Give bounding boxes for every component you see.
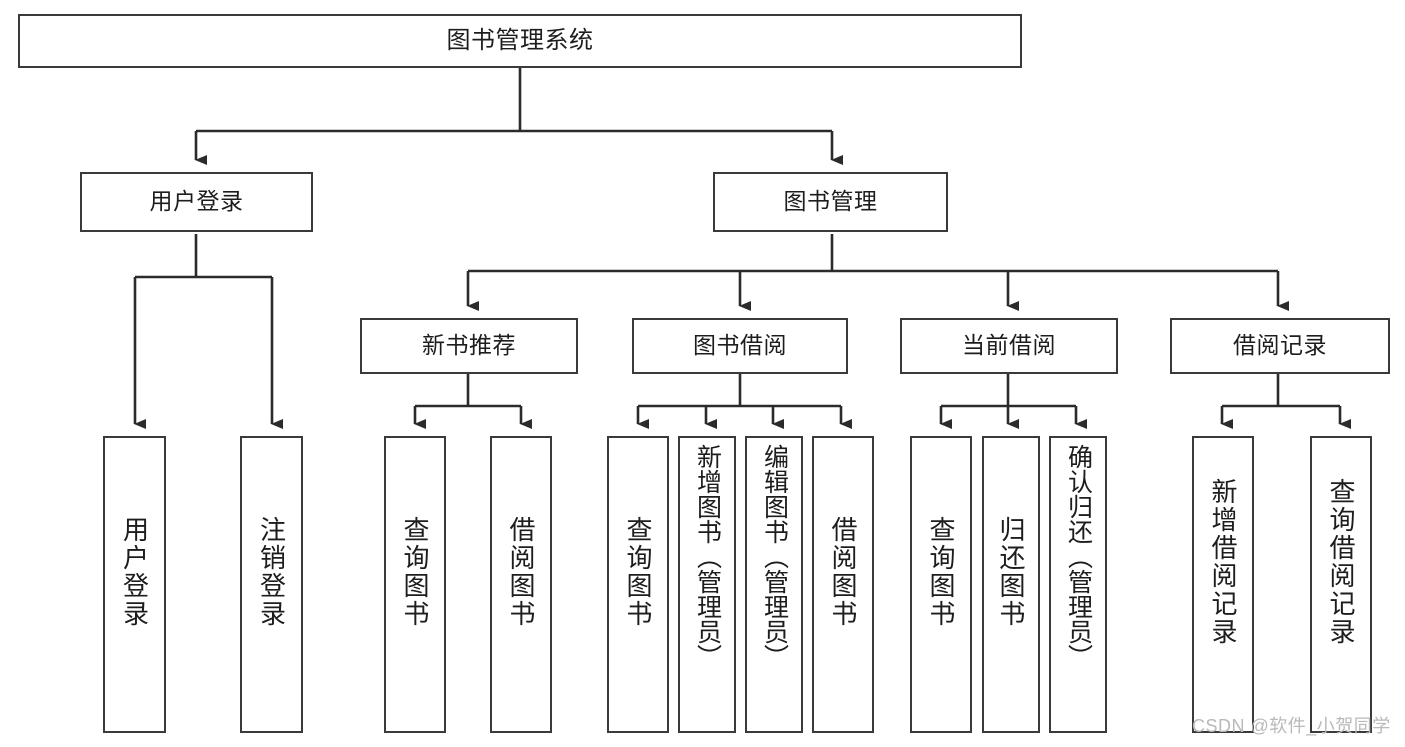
node-label: 注销登录 (256, 516, 287, 628)
leaf-book-borrow-query[interactable]: 查询图书 (607, 436, 669, 733)
node-current-borrow[interactable]: 当前借阅 (900, 318, 1118, 374)
leaf-current-borrow-confirm-return[interactable]: 确认归还（管理员） (1049, 436, 1107, 733)
node-label: 图书管理系统 (446, 26, 594, 54)
leaf-user-login-login[interactable]: 用户登录 (103, 436, 166, 733)
node-label: 新书推荐 (422, 332, 516, 359)
node-label: 图书管理 (783, 188, 878, 215)
node-label: 查询图书 (623, 516, 654, 628)
leaf-borrow-record-add[interactable]: 新增借阅记录 (1192, 436, 1254, 733)
leaf-borrow-record-query[interactable]: 查询借阅记录 (1310, 436, 1372, 733)
node-label: 查询图书 (400, 516, 431, 628)
node-label: 查询借阅记录 (1326, 478, 1357, 646)
node-label: 借阅图书 (506, 516, 537, 628)
node-root-system[interactable]: 图书管理系统 (18, 14, 1022, 68)
leaf-new-book-borrow[interactable]: 借阅图书 (490, 436, 552, 733)
node-label: 编辑图书（管理员） (760, 444, 789, 669)
node-label: 借阅图书 (828, 516, 859, 628)
node-new-book-recommend[interactable]: 新书推荐 (360, 318, 578, 374)
node-label: 查询图书 (926, 516, 957, 628)
leaf-book-borrow-add[interactable]: 新增图书（管理员） (678, 436, 736, 733)
leaf-user-login-logout[interactable]: 注销登录 (240, 436, 303, 733)
node-label: 用户登录 (149, 188, 244, 215)
node-book-management[interactable]: 图书管理 (713, 172, 948, 232)
leaf-current-borrow-query[interactable]: 查询图书 (910, 436, 972, 733)
node-label: 新增借阅记录 (1208, 478, 1239, 646)
leaf-current-borrow-return[interactable]: 归还图书 (982, 436, 1040, 733)
node-label: 当前借阅 (962, 332, 1056, 359)
node-label: 确认归还（管理员） (1064, 444, 1093, 669)
node-borrow-record[interactable]: 借阅记录 (1170, 318, 1390, 374)
leaf-book-borrow-edit[interactable]: 编辑图书（管理员） (745, 436, 803, 733)
node-label: 借阅记录 (1233, 332, 1327, 359)
leaf-book-borrow-borrow[interactable]: 借阅图书 (812, 436, 874, 733)
leaf-new-book-query[interactable]: 查询图书 (384, 436, 446, 733)
node-book-borrow[interactable]: 图书借阅 (632, 318, 848, 374)
node-user-login[interactable]: 用户登录 (80, 172, 313, 232)
node-label: 用户登录 (119, 516, 150, 628)
node-label: 新增图书（管理员） (693, 444, 722, 669)
node-label: 归还图书 (996, 516, 1027, 628)
node-label: 图书借阅 (693, 332, 787, 359)
